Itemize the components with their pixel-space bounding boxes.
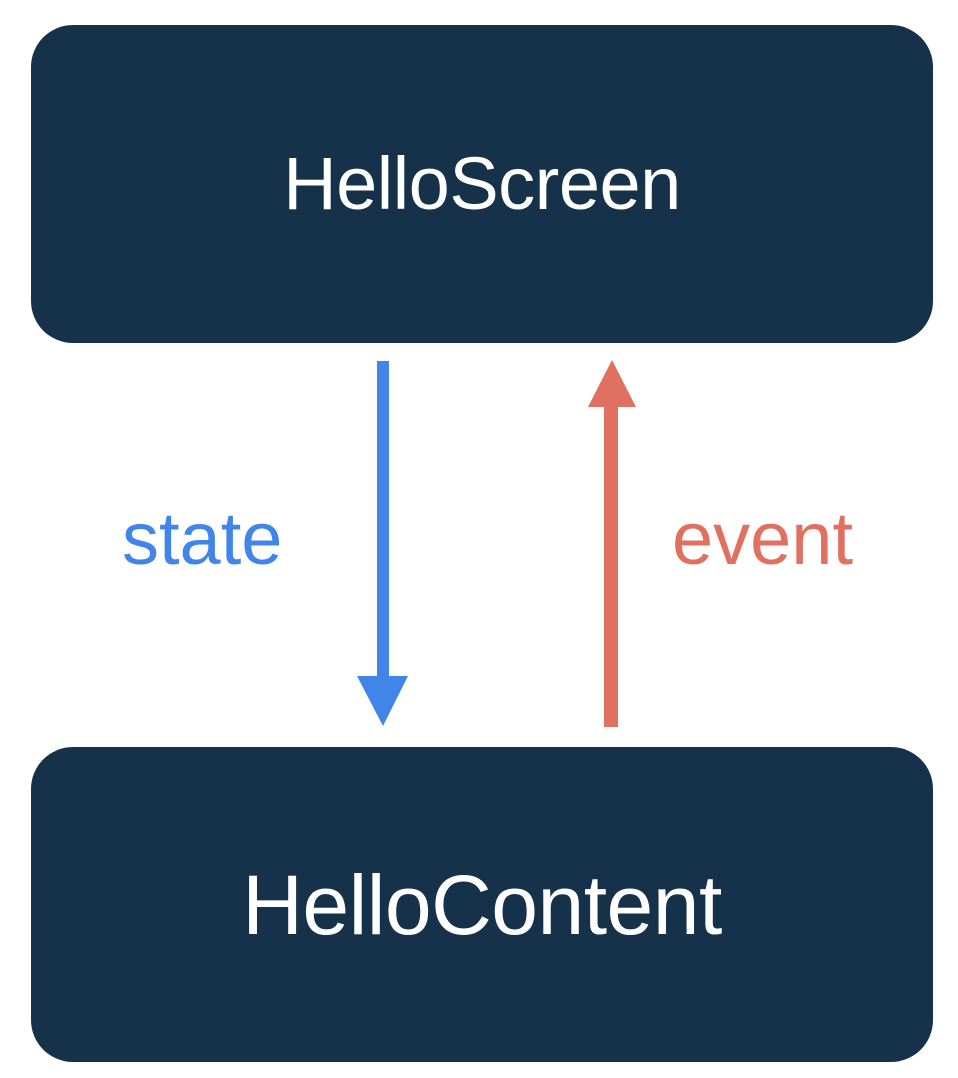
edge-event-shaft xyxy=(604,404,618,727)
edge-state-shaft xyxy=(377,361,389,679)
edge-event-arrow xyxy=(588,360,636,727)
edge-label-event: event xyxy=(672,497,854,580)
edge-state-arrowhead xyxy=(357,676,408,726)
edge-label-state: state xyxy=(122,497,283,580)
node-hello-screen-label: HelloScreen xyxy=(283,142,681,225)
edge-state-arrow xyxy=(357,361,408,726)
node-hello-screen[interactable]: HelloScreen xyxy=(31,25,933,343)
node-hello-content[interactable]: HelloContent xyxy=(31,747,933,1062)
node-hello-content-label: HelloContent xyxy=(242,857,722,952)
edge-event-arrowhead xyxy=(588,360,636,407)
